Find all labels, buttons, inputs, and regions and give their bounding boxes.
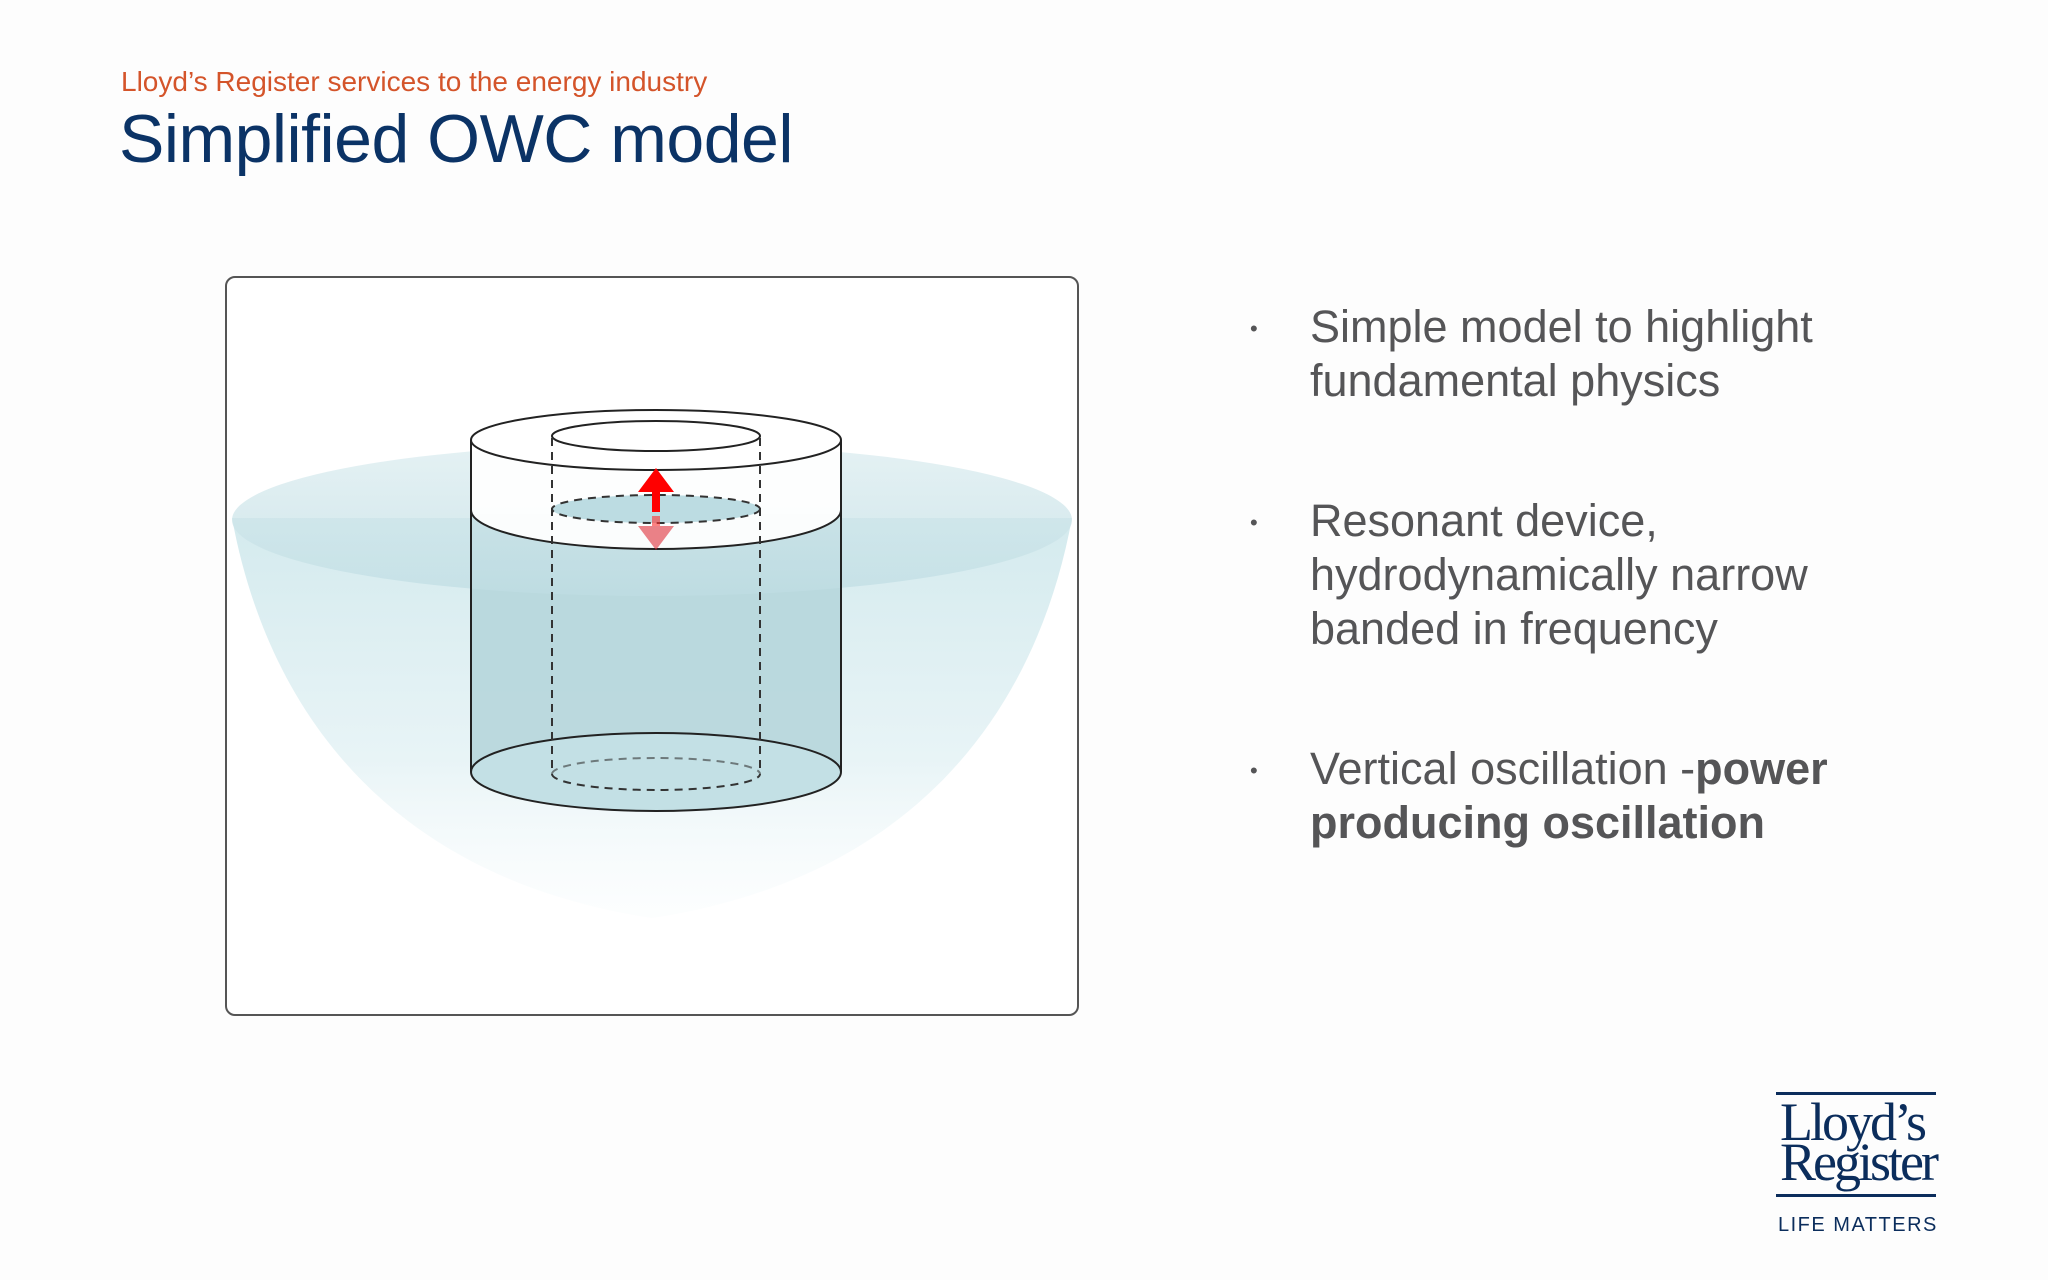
logo-rule-top [1776,1092,1936,1095]
owc-diagram-svg [232,409,1072,918]
bullet-text: Simple model to highlight fundamental ph… [1310,301,1813,406]
bullet-dot: • [1250,758,1258,783]
bullet-dot: • [1250,316,1258,341]
arrow-up-icon [638,468,674,512]
logo-tagline: LIFE MATTERS [1778,1214,1938,1236]
logo-word-lloyds: Lloyd’s [1780,1092,1927,1152]
bullet-text: Resonant device, hydrodynamically narrow… [1310,495,1808,654]
slide-subtitle: Lloyd’s Register services to the energy … [121,66,708,97]
logo-rule-bottom [1776,1194,1936,1197]
slide-title: Simplified OWC model [119,101,793,177]
bullet-text-normal: Vertical oscillation - [1310,743,1696,794]
bullet-text-bold: power producing oscillation [1310,743,1828,848]
logo-word-register: Register [1780,1132,1939,1192]
column-bottom [470,732,842,812]
arrow-down-icon [638,516,674,550]
bullet-text: Vertical oscillation -power producing os… [1310,742,1910,850]
lloyds-register-logo: Lloyd’s Register LIFE MATTERS [1776,1090,1942,1240]
column-top-inner [551,420,761,452]
bullet-dot: • [1250,510,1258,535]
owc-diagram [225,276,1079,1016]
